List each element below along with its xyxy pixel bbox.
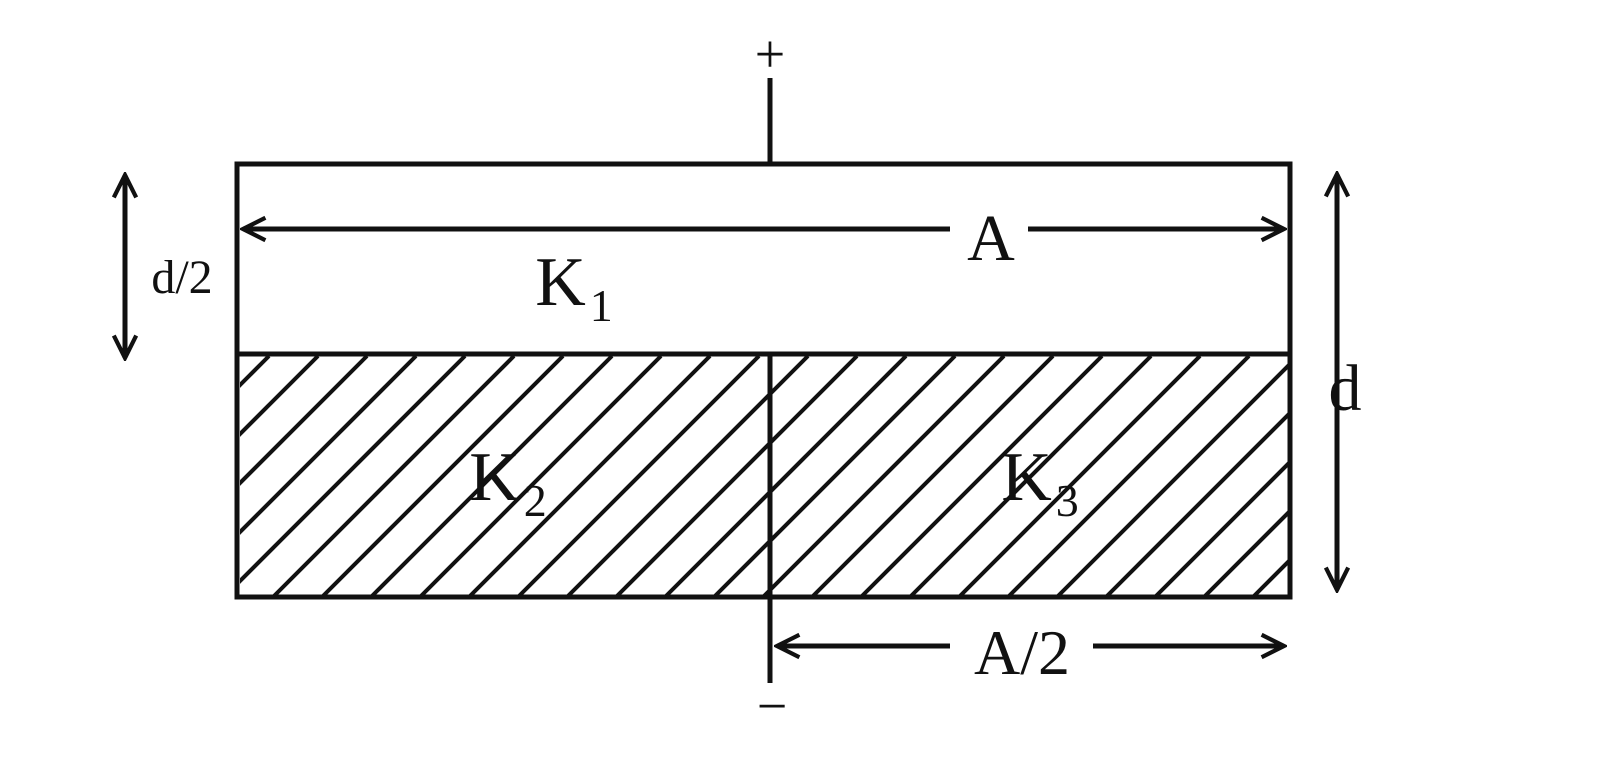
d-label: d: [1329, 352, 1362, 425]
hatch-line: [1056, 361, 1290, 596]
hatched-dielectric-region: [0, 356, 1290, 596]
hatch-line: [1105, 410, 1290, 596]
hatch-line: [713, 356, 957, 596]
hatch-line: [1007, 356, 1251, 596]
hatch-line: [419, 356, 663, 596]
k2-label: K2: [469, 439, 547, 526]
hatch-line: [240, 356, 418, 535]
k2-subscript: 2: [524, 475, 547, 526]
hatch-line: [615, 356, 859, 596]
k2-base: K: [469, 439, 520, 516]
hatch-line: [370, 356, 614, 596]
hatch-line: [240, 356, 369, 486]
a-half-label: A/2: [974, 617, 1070, 688]
k1-label: K1: [535, 244, 613, 331]
hatch-line: [0, 356, 220, 596]
d-half-label: d/2: [151, 251, 212, 304]
hatch-line: [240, 356, 271, 388]
hatch-line: [958, 356, 1202, 596]
hatch-line: [664, 356, 908, 596]
k1-base: K: [535, 244, 586, 321]
k3-label: K3: [1001, 439, 1079, 526]
hatch-line: [240, 356, 467, 584]
hatch-line: [909, 356, 1153, 596]
hatch-line: [517, 356, 761, 596]
hatch-line: [240, 356, 320, 437]
hatch-line: [1154, 459, 1290, 596]
hatch-line: [860, 356, 1104, 596]
plus-terminal-label: +: [755, 24, 785, 84]
k3-base: K: [1001, 439, 1052, 516]
a-label: A: [967, 202, 1015, 275]
hatch-line: [272, 356, 516, 596]
hatch-line: [468, 356, 712, 596]
hatch-line: [321, 356, 565, 596]
hatch-line: [811, 356, 1055, 596]
minus-terminal-label: −: [757, 676, 787, 736]
hatch-line: [762, 356, 1006, 596]
hatch-line: [1203, 508, 1290, 596]
k1-subscript: 1: [590, 280, 613, 331]
k3-subscript: 3: [1056, 475, 1079, 526]
capacitor-outline: [234, 161, 1293, 600]
